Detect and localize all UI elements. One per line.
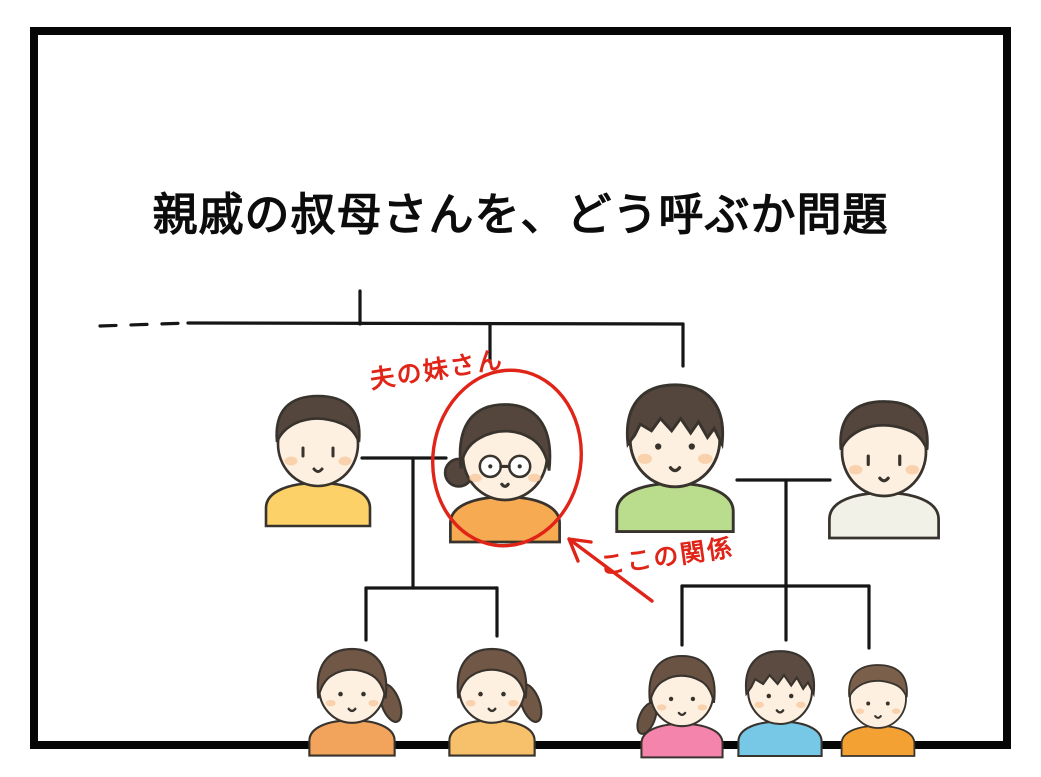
family-tree-lines <box>98 289 871 650</box>
red-circle-around-aunt <box>431 368 583 548</box>
shirt <box>448 719 536 757</box>
hair <box>744 650 816 698</box>
person-boy-small <box>840 664 916 757</box>
hair <box>625 383 725 450</box>
red-arrow <box>567 537 654 603</box>
shirt <box>828 491 940 540</box>
hair <box>458 403 552 471</box>
person-boy-blue <box>737 650 823 758</box>
person-man-left <box>264 394 372 528</box>
label-this-relationship: ここの関係 <box>598 533 736 581</box>
tree-dashed-segment <box>98 321 190 328</box>
person-girl-pink <box>636 654 724 759</box>
label-husbands-sister: 夫の妹さん <box>368 345 506 395</box>
shirt <box>264 481 372 528</box>
hair <box>648 654 716 704</box>
tree-top-horizontal <box>186 321 685 326</box>
hair <box>839 400 929 451</box>
shirt <box>840 724 916 757</box>
person-man-green <box>615 383 735 534</box>
hair <box>456 647 528 699</box>
hair <box>316 647 388 699</box>
comic-frame-border <box>30 27 1011 749</box>
shirt <box>308 719 396 757</box>
person-girl-left <box>308 647 403 757</box>
shirt <box>640 722 724 759</box>
hair <box>848 664 908 698</box>
shirt <box>615 481 735 534</box>
hair <box>275 394 361 443</box>
person-man-right <box>828 400 940 540</box>
shirt <box>737 720 823 758</box>
person-woman-aunt <box>443 403 561 544</box>
person-girl-mid <box>448 647 543 757</box>
panel-title: 親戚の叔母さんを、どう呼ぶか問題 <box>152 189 889 240</box>
